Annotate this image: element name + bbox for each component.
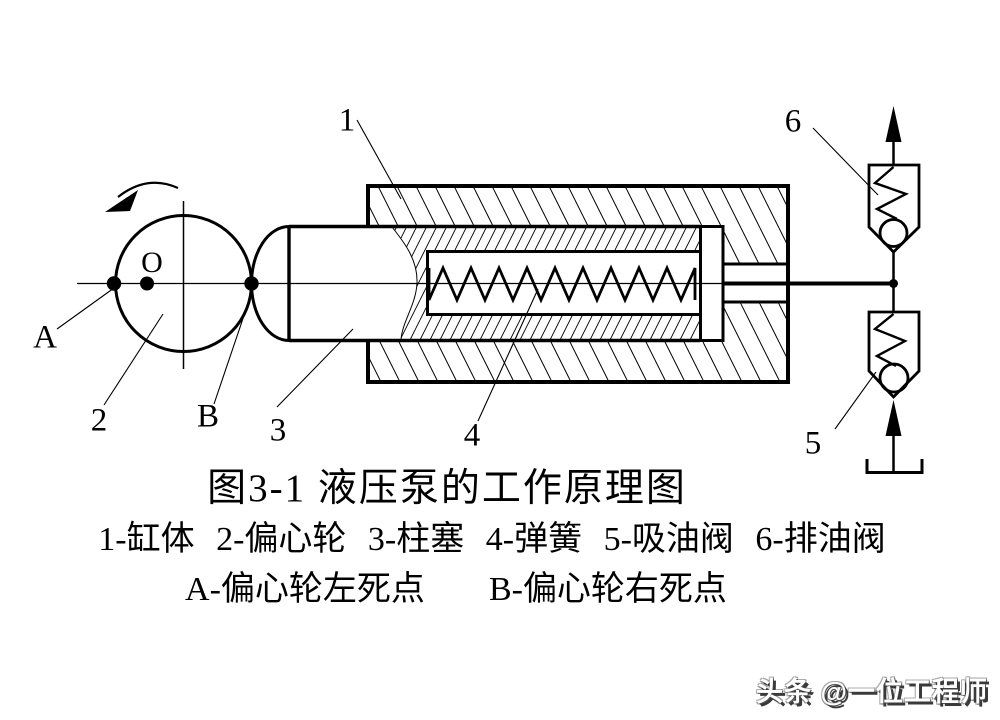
watermark-text: 头条 @一位工程师 — [756, 677, 988, 707]
oil-tank-symbol — [865, 459, 924, 474]
suction-arrow-head — [885, 400, 902, 436]
part-label-plunger: 3 — [269, 412, 287, 449]
caption-note-a: A-偏心轮左死点 — [185, 571, 425, 608]
discharge-valve-ball — [878, 218, 909, 248]
rotation-arrow-head — [105, 190, 138, 212]
part-label-dead-point-a: A — [33, 319, 57, 356]
discharge-valve-spring — [872, 166, 910, 221]
figure-caption-notes: A-偏心轮左死点 B-偏心轮右死点 — [0, 571, 912, 608]
leader-lines — [56, 119, 879, 430]
part-label-cylinder: 1 — [338, 102, 356, 139]
part-label-dead-point-b: B — [196, 398, 220, 435]
rotation-arrow-arc — [117, 181, 179, 198]
suction-valve-ball — [878, 362, 910, 394]
part-label-suction-valve: 5 — [804, 425, 822, 462]
caption-note-b: B-偏心轮右死点 — [488, 571, 727, 608]
figure-caption-title: 图3-1 液压泵的工作原理图 — [207, 467, 687, 510]
part-label-rotation-center: O — [141, 246, 163, 279]
suction-valve-spring — [872, 313, 908, 368]
part-label-spring: 4 — [463, 417, 481, 454]
dead-point-b-dot — [244, 276, 259, 291]
rotation-center-dot — [140, 276, 154, 291]
discharge-arrow-head — [885, 106, 902, 142]
outlet-channel-lines — [723, 262, 790, 304]
suction-valve-body — [867, 310, 921, 400]
part-label-eccentric-wheel: 2 — [90, 402, 108, 439]
figure-caption-legend: 1-缸体 2-偏心轮 3-柱塞 4-弹簧 5-吸油阀 6-排油阀 — [98, 521, 886, 558]
part-label-discharge-valve: 6 — [784, 103, 802, 140]
dead-point-a-dot — [106, 276, 122, 291]
